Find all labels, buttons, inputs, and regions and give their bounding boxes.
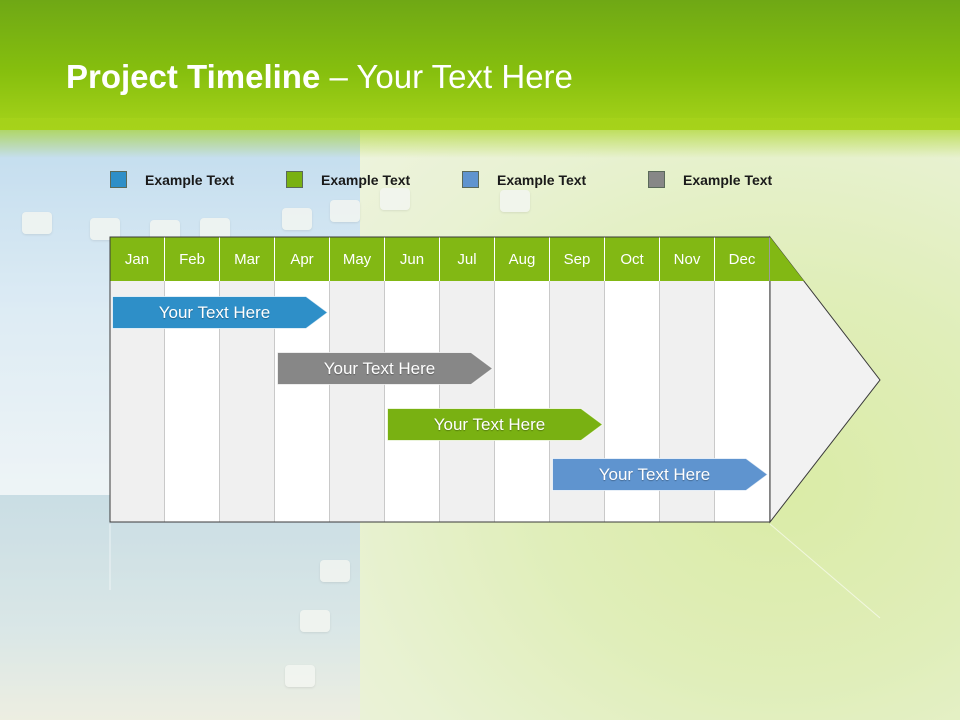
task-label: Your Text Here — [433, 414, 546, 434]
zipper-tooth — [320, 560, 350, 582]
month-header-mar: Mar — [220, 237, 275, 281]
legend-item: Example Text — [110, 171, 234, 188]
legend-swatch — [462, 171, 479, 188]
month-column — [330, 281, 385, 522]
zipper-tooth — [500, 190, 530, 212]
task-label: Your Text Here — [158, 302, 271, 322]
sea-area — [0, 495, 420, 720]
task-arrow: Your Text Here — [552, 458, 768, 491]
month-header-feb: Feb — [165, 237, 220, 281]
task-arrow-shape — [552, 458, 768, 491]
arrow-head-header — [770, 237, 804, 281]
task-arrow-body — [552, 458, 768, 491]
zipper-tooth — [380, 188, 410, 210]
legend-item: Example Text — [462, 171, 586, 188]
month-header-may: May — [330, 237, 385, 281]
month-header-aug: Aug — [495, 237, 550, 281]
legend-swatch — [110, 171, 127, 188]
month-column — [440, 281, 495, 522]
month-column — [495, 281, 550, 522]
legend-label: Example Text — [321, 171, 411, 188]
legend-item: Example Text — [286, 171, 410, 188]
title-rest: – Your Text Here — [320, 58, 573, 95]
task-arrow-body — [112, 296, 328, 329]
legend-item: Example Text — [648, 171, 772, 188]
task-arrow-shape — [112, 296, 328, 329]
zipper-tooth — [90, 218, 120, 240]
zipper-tooth — [282, 208, 312, 230]
reflection-line — [769, 523, 881, 619]
arrow-head — [769, 235, 881, 524]
task-label: Your Text Here — [323, 358, 436, 378]
task-arrow-shape — [277, 352, 493, 385]
page-title: Project Timeline – Your Text Here — [66, 58, 573, 96]
zipper-tooth — [330, 200, 360, 222]
task-arrow-body — [387, 408, 603, 441]
header-band — [0, 0, 960, 130]
month-header-oct: Oct — [605, 237, 660, 281]
month-header-jan: Jan — [110, 237, 165, 281]
legend-swatch — [648, 171, 665, 188]
month-header-jul: Jul — [440, 237, 495, 281]
legend-label: Example Text — [145, 171, 235, 188]
month-header-sep: Sep — [550, 237, 605, 281]
month-header-dec: Dec — [715, 237, 770, 281]
zipper-tooth — [200, 218, 230, 240]
task-arrow-shape — [387, 408, 603, 441]
task-arrow-body — [277, 352, 493, 385]
month-header-apr: Apr — [275, 237, 330, 281]
task-arrow: Your Text Here — [387, 408, 603, 441]
legend-label: Example Text — [683, 171, 773, 188]
grid-border — [109, 236, 770, 523]
task-arrow: Your Text Here — [277, 352, 493, 385]
month-header-jun: Jun — [385, 237, 440, 281]
task-arrow: Your Text Here — [112, 296, 328, 329]
legend-swatch — [286, 171, 303, 188]
zipper-tooth — [285, 665, 315, 687]
legend-label: Example Text — [497, 171, 587, 188]
month-column — [385, 281, 440, 522]
zipper-tooth — [300, 610, 330, 632]
zipper-tooth — [22, 212, 52, 234]
title-bold: Project Timeline — [66, 58, 321, 95]
header-fade — [0, 118, 960, 158]
month-header-nov: Nov — [660, 237, 715, 281]
task-label: Your Text Here — [598, 464, 711, 484]
